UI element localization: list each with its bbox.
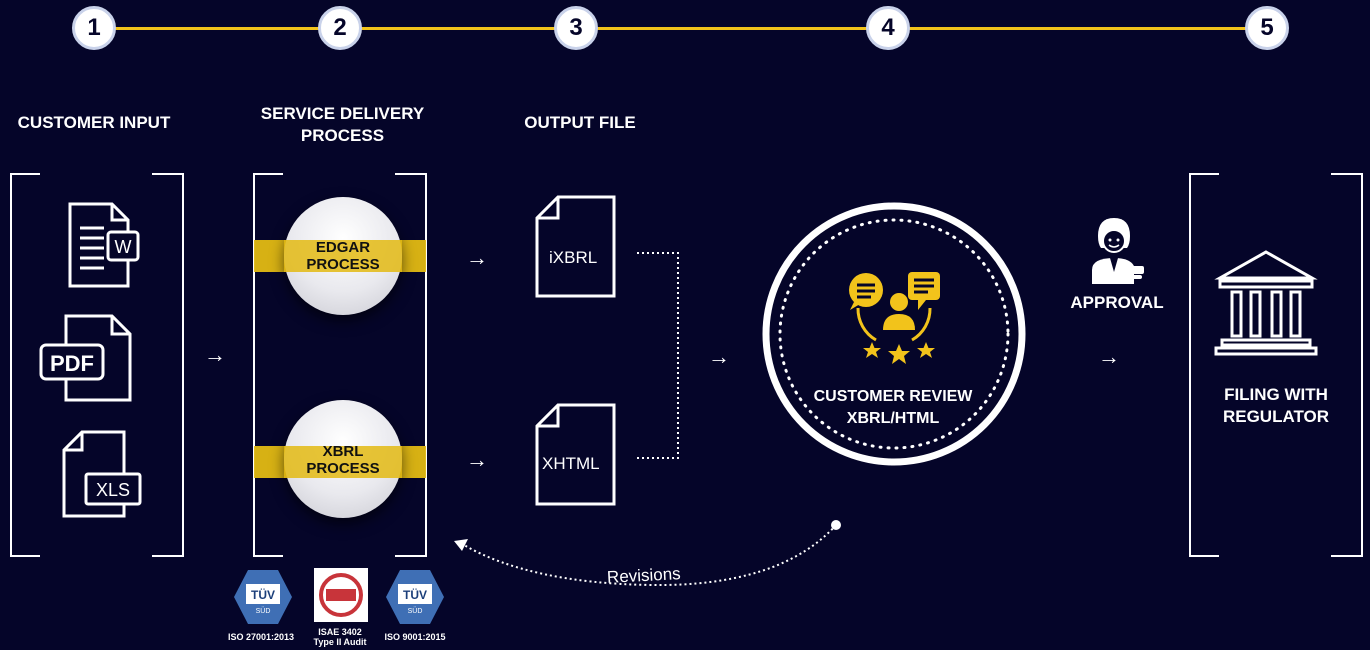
arrow-edgar-to-ixbrl: → <box>466 245 488 270</box>
arrow-output-to-review: → <box>708 344 730 369</box>
regulator-building-icon <box>1214 250 1318 356</box>
customer-feedback-icon <box>849 272 940 364</box>
service-delivery-heading-line2: PROCESS <box>300 126 385 145</box>
customer-input-heading: CUSTOMER INPUT <box>17 113 171 132</box>
revisions-label: Revisions <box>606 564 682 587</box>
filing-label: FILING WITH REGULATOR <box>1192 384 1360 428</box>
edgar-label-band <box>284 240 402 272</box>
xhtml-file-icon <box>535 403 616 506</box>
iso9001-caption: ISO 9001:2015 <box>384 632 446 642</box>
pdf-label-text: PDF <box>50 351 94 376</box>
tuv-mark-1: TÜV <box>251 587 275 602</box>
service-delivery-box <box>253 172 427 558</box>
customer-review-line1: CUSTOMER REVIEW <box>813 388 973 405</box>
service-delivery-heading: SERVICE DELIVERY PROCESS <box>250 103 435 147</box>
isae3402-caption-line2: Type II Audit <box>313 637 367 647</box>
approver-person-icon <box>1092 218 1144 284</box>
timeline-line <box>100 27 1270 30</box>
xbrl-label-band <box>284 446 402 478</box>
arrow-xbrl-to-xhtml: → <box>466 447 488 472</box>
tuv-iso9001-seal: TÜV SÜD <box>386 570 444 624</box>
step-4-badge: 4 <box>866 6 910 50</box>
ixbrl-file-label: iXBRL <box>549 248 598 267</box>
xbrl-label-line1: XBRL <box>322 443 364 460</box>
pdf-document-icon: PDF <box>39 314 132 402</box>
filing-label-line2: REGULATOR <box>1222 407 1330 426</box>
word-badge-text: W <box>115 237 132 257</box>
xbrl-process-label: XBRL PROCESS <box>284 443 402 477</box>
step-1-badge: 1 <box>72 6 116 50</box>
customer-review-line2: XBRL/HTML <box>846 410 940 427</box>
arrow-review-to-filing: → <box>1098 344 1120 369</box>
xls-label-text: XLS <box>96 480 130 500</box>
iso27001-caption: ISO 27001:2013 <box>227 632 295 642</box>
isae3402-seal <box>314 568 368 622</box>
edgar-label-line1: EDGAR <box>315 239 371 256</box>
output-file-heading: OUTPUT FILE <box>524 113 636 132</box>
edgar-process-label: EDGAR PROCESS <box>284 239 402 273</box>
xhtml-file-label: XHTML <box>542 454 600 473</box>
service-delivery-heading-line1: SERVICE DELIVERY <box>260 104 425 123</box>
filing-box <box>1189 172 1363 558</box>
step-5-badge: 5 <box>1245 6 1289 50</box>
customer-input-box <box>10 172 184 558</box>
arrow-input-to-process: → <box>204 342 226 367</box>
customer-review-label: CUSTOMER REVIEW XBRL/HTML <box>786 386 1000 430</box>
revisions-return-path <box>454 520 841 587</box>
tuv-sub-1: SÜD <box>256 607 271 615</box>
isae3402-caption-line1: ISAE 3402 <box>318 627 362 637</box>
isae3402-caption: ISAE 3402 Type II Audit <box>302 627 378 647</box>
step-2-badge: 2 <box>318 6 362 50</box>
edgar-label-line2: PROCESS <box>306 256 380 273</box>
filing-label-line1: FILING WITH <box>1224 385 1328 404</box>
tuv-iso27001-seal: TÜV SÜD <box>234 570 292 624</box>
output-merge-connector <box>637 252 679 459</box>
customer-review-circle <box>762 202 1026 466</box>
tuv-mark-2: TÜV <box>403 587 427 602</box>
step-3-badge: 3 <box>554 6 598 50</box>
tuv-sub-2: SÜD <box>408 607 423 615</box>
word-document-icon: W <box>68 202 140 288</box>
xbrl-label-line2: PROCESS <box>306 460 380 477</box>
approval-label: APPROVAL <box>1070 293 1164 312</box>
xls-document-icon: XLS <box>62 430 142 518</box>
ixbrl-file-icon <box>535 195 616 298</box>
